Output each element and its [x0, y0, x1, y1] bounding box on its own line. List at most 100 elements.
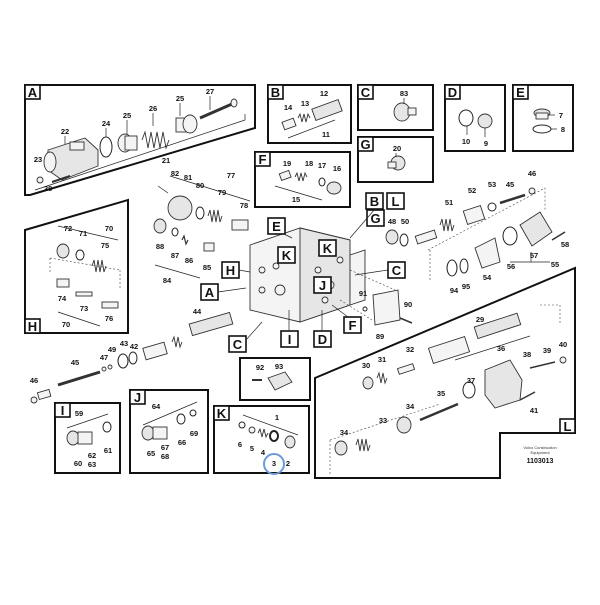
- block-label-h: H: [226, 263, 235, 278]
- spring-seat-part-25: [117, 133, 138, 153]
- spring-part-18: [294, 171, 308, 182]
- callout-40: 40: [559, 340, 567, 349]
- company-line-1: Volvo Construction: [523, 445, 556, 450]
- block-label-f: F: [349, 318, 357, 333]
- main-valve-block: [249, 227, 366, 323]
- callout-79: 79: [218, 188, 226, 197]
- block-label-g: G: [370, 211, 380, 226]
- callout-53: 53: [488, 180, 496, 189]
- callout-29: 29: [476, 315, 484, 324]
- gasket-part-95: [459, 258, 469, 274]
- sleeve-part-74: [56, 278, 70, 288]
- seat-part-34b: [396, 416, 412, 434]
- callout-72: 72: [64, 224, 72, 233]
- view-label-d: D: [448, 85, 457, 100]
- bolt-part-41: [519, 391, 536, 401]
- plug-part-9: [477, 113, 493, 129]
- callout-46a: 46: [528, 169, 536, 178]
- nut-part-46b: [30, 396, 38, 404]
- spool-part-29: [473, 312, 522, 340]
- callout-87: 87: [171, 251, 179, 260]
- callout-95: 95: [462, 282, 470, 291]
- nut-part-23: [36, 176, 44, 184]
- callout-73: 73: [80, 304, 88, 313]
- callout-47: 47: [100, 353, 108, 362]
- view-label-g: G: [360, 137, 370, 152]
- callout-68: 68: [161, 452, 169, 461]
- block-label-d: D: [318, 332, 327, 347]
- o-ring-part-56: [502, 226, 518, 246]
- callout-1: 1: [275, 413, 279, 422]
- poppet-part-32: [396, 363, 416, 375]
- callout-56: 56: [507, 262, 515, 271]
- pin-part-51a: [414, 229, 438, 245]
- detail-view-h: H 72 71 70 75 74 73 76 70: [24, 198, 129, 334]
- spring-seat-part-25b: [175, 114, 198, 134]
- callout-46b: 46: [30, 376, 38, 385]
- sleeve-part-52: [462, 204, 486, 226]
- callout-35: 35: [437, 389, 445, 398]
- callout-63: 63: [88, 460, 96, 469]
- rod-part-35: [419, 402, 459, 422]
- callout-24: 24: [102, 119, 111, 128]
- callout-4: 4: [261, 448, 266, 457]
- view-label-a: [24, 84, 41, 100]
- callout-93: 93: [275, 362, 283, 371]
- callout-64: 64: [152, 402, 161, 411]
- plug-part-60: [66, 430, 80, 446]
- flange-part-93: [267, 371, 293, 391]
- relief-valve-group-77: 82 81 80 79 77 78: [157, 169, 251, 231]
- block-label-c1: C: [392, 263, 402, 278]
- o-ring-part-87: [171, 227, 179, 237]
- callout-42: 42: [130, 342, 138, 351]
- o-ring-part-17: [318, 177, 326, 187]
- callout-52: 52: [468, 186, 476, 195]
- gasket-part-94: [446, 259, 458, 277]
- view-label-k: K: [217, 406, 227, 421]
- callout-50: 50: [401, 217, 409, 226]
- pin-part-73: [75, 291, 93, 297]
- bolt-part-28: [51, 175, 71, 183]
- spring-part-51: [439, 218, 455, 232]
- cover-part-54: [474, 237, 501, 269]
- detail-view-i: I 59 60 62 63 61: [54, 402, 121, 474]
- detail-view-c: C 83: [357, 84, 434, 131]
- detail-view-b: B 14 13 12 11: [267, 84, 352, 144]
- block-label-e: E: [272, 219, 281, 234]
- poppet-part-85: [203, 242, 215, 252]
- callout-28: 28: [44, 184, 52, 193]
- washer-part-10: [458, 109, 474, 127]
- detail-view-a: A 22 23 24 25 26: [24, 84, 256, 196]
- callout-71: 71: [79, 229, 87, 238]
- block-view-labels: E K K H A J B L G C C I D F: [200, 192, 406, 353]
- callout-55: 55: [551, 260, 559, 269]
- o-ring-part-71: [75, 249, 85, 261]
- view-label-f: F: [259, 152, 267, 167]
- view-label-l: L: [564, 419, 572, 434]
- highlight-circle-part-3[interactable]: [263, 453, 285, 475]
- plug-part-30: [362, 376, 374, 390]
- block-label-k2: K: [323, 241, 333, 256]
- callout-90: 90: [404, 300, 412, 309]
- detail-view-f: F 19 18 17 16 15: [254, 151, 351, 208]
- callout-65: 65: [147, 449, 155, 458]
- callout-76: 76: [105, 314, 113, 323]
- o-ring-part-43: [117, 353, 129, 369]
- callout-36: 36: [497, 344, 505, 353]
- callout-91: 91: [359, 289, 367, 298]
- detail-view-k: K 1 6 5 4 3 2: [213, 405, 310, 475]
- block-label-b: B: [370, 194, 379, 209]
- o-ring-part-49: [107, 364, 113, 370]
- view-label-c: C: [361, 85, 371, 100]
- block-label-c2: C: [233, 337, 243, 352]
- callout-94: 94: [450, 286, 459, 295]
- callout-31: 31: [378, 355, 386, 364]
- view-label-e: E: [516, 85, 525, 100]
- spring-part-31: [376, 371, 388, 385]
- callout-38: 38: [523, 350, 531, 359]
- cap-part-81: [167, 195, 193, 221]
- drawing-footer: Volvo Construction Equipment 1103013: [523, 445, 556, 465]
- callout-45a: 45: [506, 180, 514, 189]
- ball-part-6: [238, 421, 246, 429]
